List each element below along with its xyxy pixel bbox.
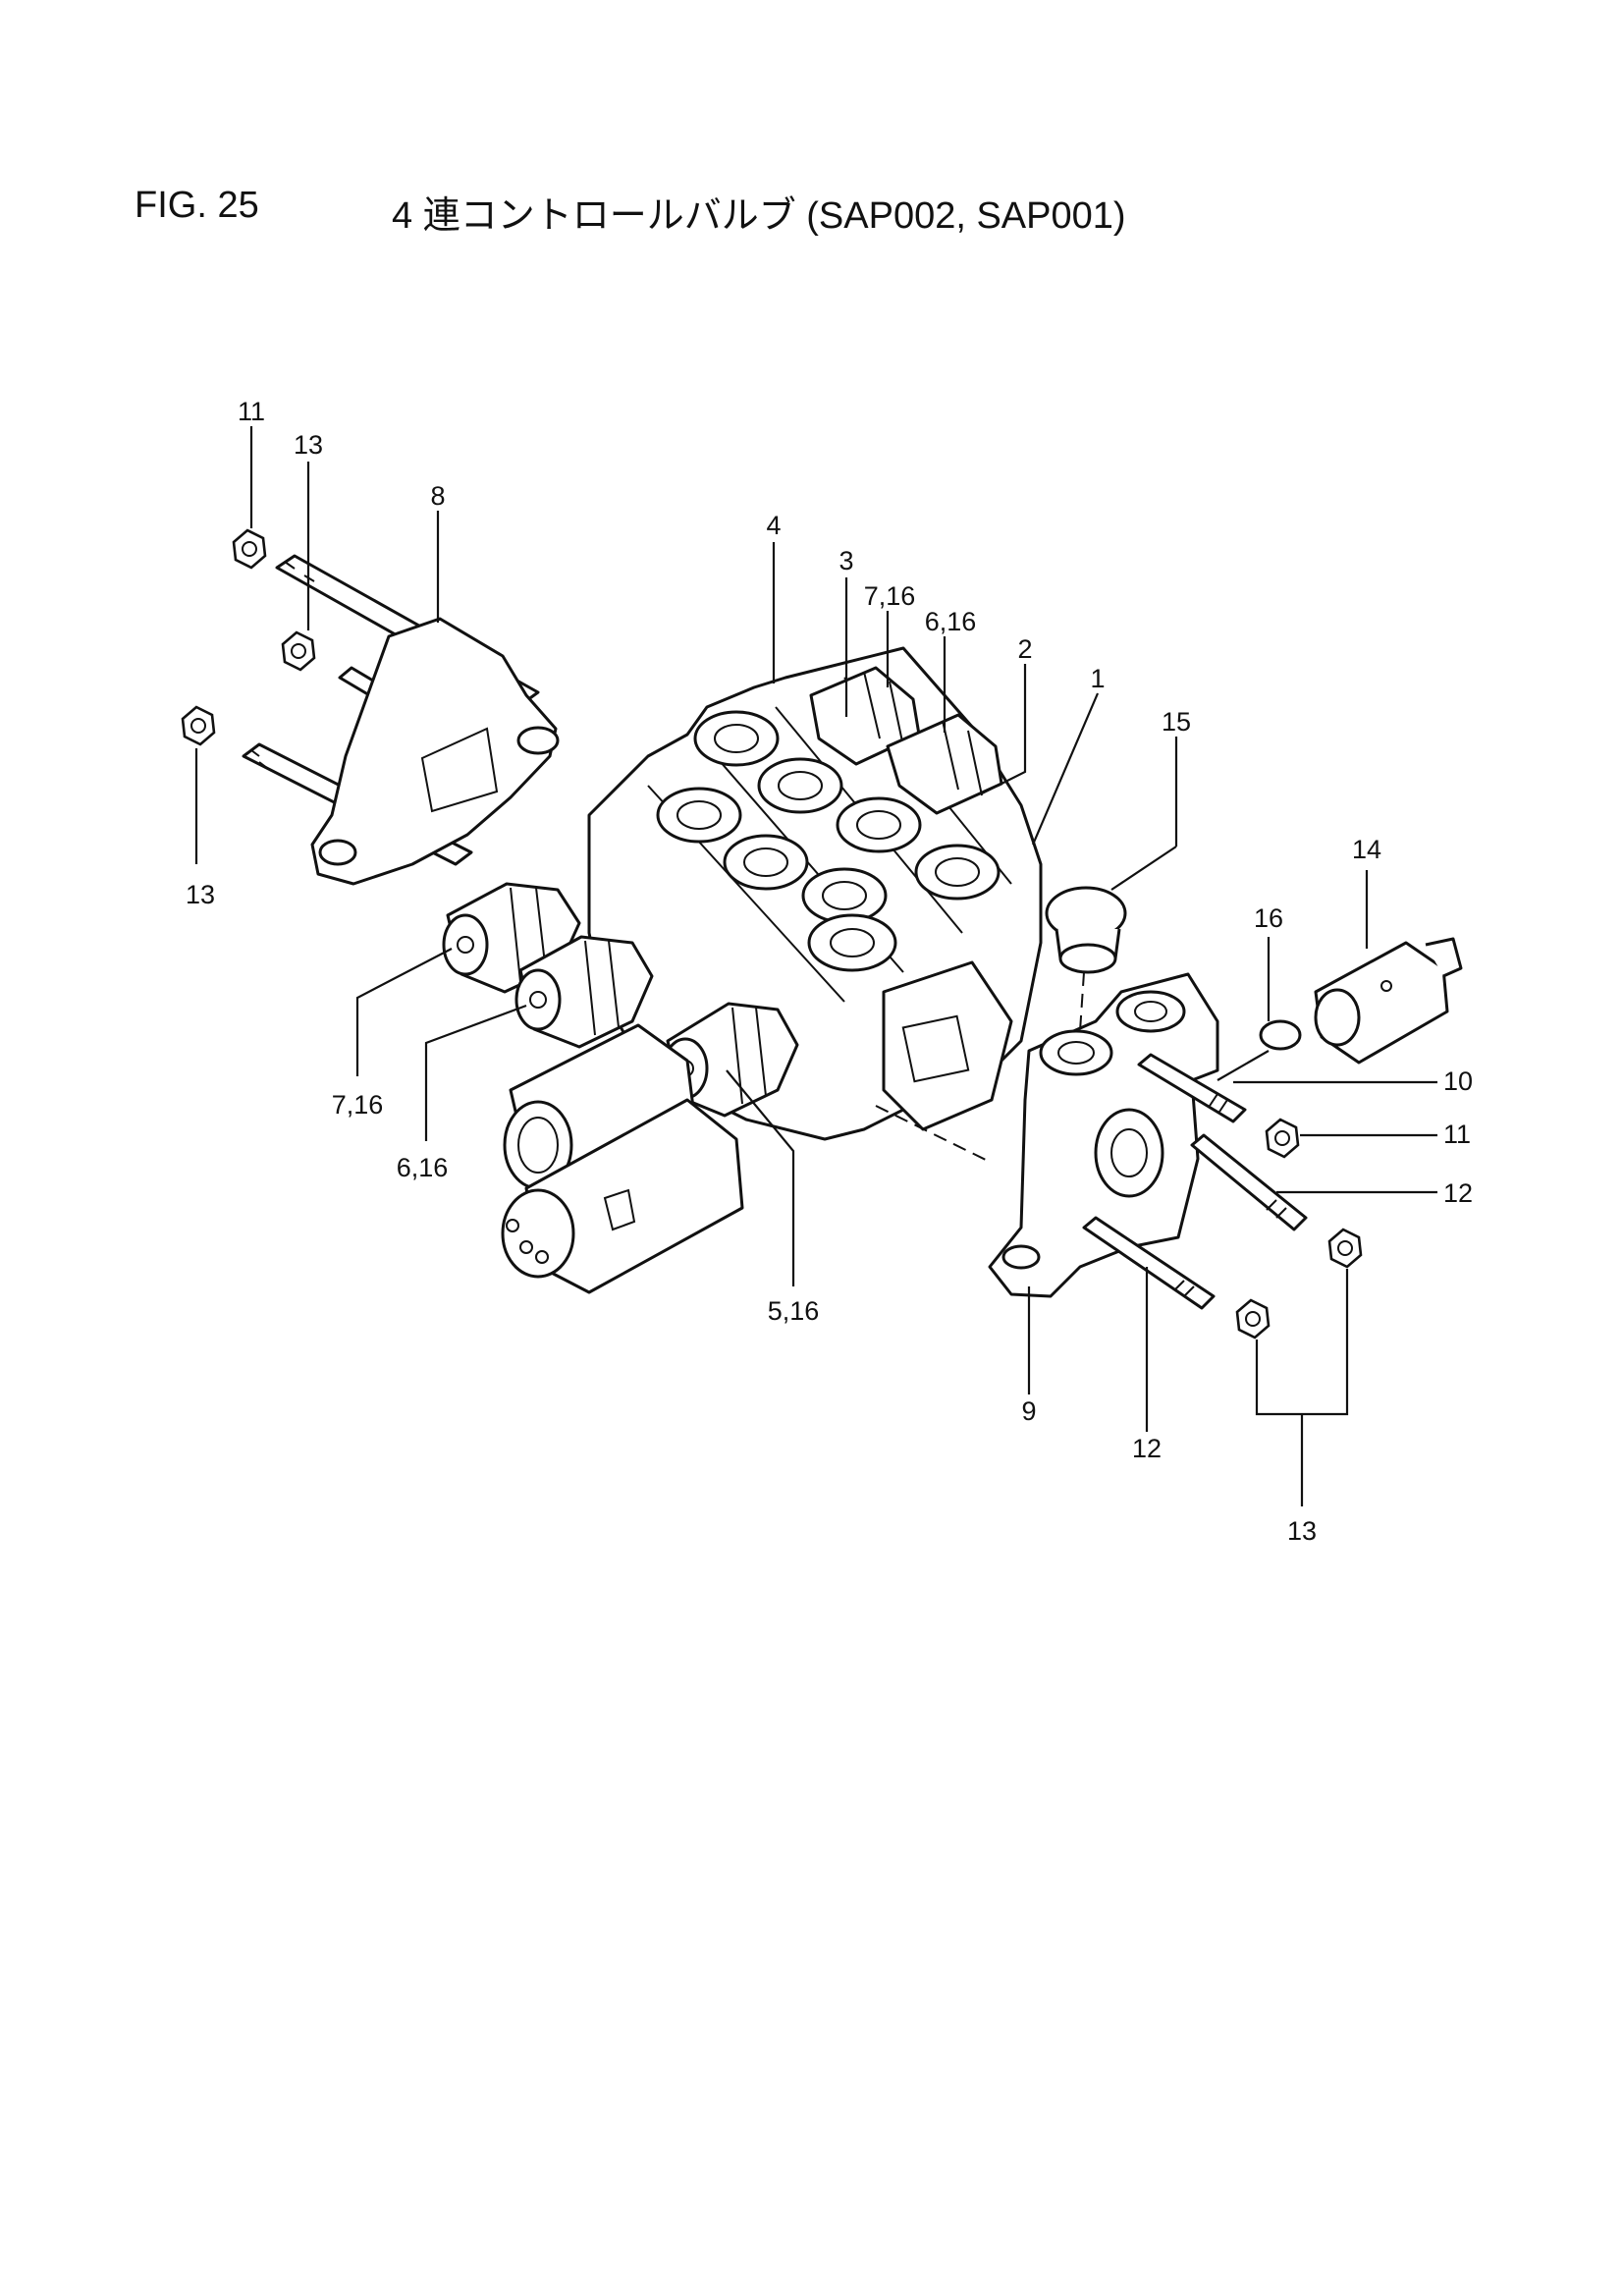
plug-15 xyxy=(1045,886,1127,974)
callout-labels: 11 13 8 4 3 7,16 6,16 2 1 15 13 14 16 7,… xyxy=(186,397,1473,1546)
o-ring-16 xyxy=(1259,1019,1302,1051)
end-plate-left xyxy=(310,617,558,886)
callout: 12 xyxy=(1132,1434,1162,1463)
callout: 2 xyxy=(1017,634,1032,664)
callout: 7,16 xyxy=(864,581,916,611)
valve-port-bosses xyxy=(656,710,1001,972)
callout: 12 xyxy=(1443,1178,1473,1208)
parts-artwork xyxy=(181,528,1463,1339)
callout: 8 xyxy=(430,481,445,511)
callout: 13 xyxy=(294,430,323,460)
callout: 3 xyxy=(839,546,853,575)
bolt-12-upper xyxy=(1190,1133,1308,1231)
callout: 13 xyxy=(186,880,215,909)
callout: 16 xyxy=(1254,903,1283,933)
solenoid-lower xyxy=(501,1098,744,1294)
spool-cap-front-6-16 xyxy=(514,935,654,1049)
nut-13-upper-left xyxy=(281,630,316,672)
leader-lines xyxy=(194,426,1437,1506)
callout: 10 xyxy=(1443,1066,1473,1096)
callout: 9 xyxy=(1021,1396,1036,1426)
stud-10 xyxy=(1137,1053,1247,1123)
callout: 6,16 xyxy=(397,1153,449,1182)
relief-valve-14 xyxy=(1314,937,1463,1065)
callout: 11 xyxy=(238,397,265,426)
valve-end-face xyxy=(882,960,1013,1131)
callout: 6,16 xyxy=(925,607,977,636)
nut-13-left xyxy=(181,705,216,746)
callout: 5,16 xyxy=(768,1296,820,1326)
callout: 7,16 xyxy=(332,1090,384,1120)
callout: 4 xyxy=(766,511,781,540)
callout: 15 xyxy=(1162,707,1191,737)
nut-13-lower-right xyxy=(1327,1228,1363,1269)
nut-13-lower xyxy=(1235,1298,1271,1339)
figure-title: 4 連コントロールバルブ (SAP002, SAP001) xyxy=(392,195,1126,237)
nut-11-right xyxy=(1265,1118,1300,1159)
callout: 14 xyxy=(1352,835,1381,864)
nut-11-upper-left xyxy=(232,528,267,570)
callout: 1 xyxy=(1090,664,1105,693)
figure-number: FIG. 25 xyxy=(135,185,259,226)
callout: 11 xyxy=(1443,1120,1471,1149)
callout: 13 xyxy=(1287,1516,1317,1546)
bolt-12-lower xyxy=(1082,1216,1216,1310)
